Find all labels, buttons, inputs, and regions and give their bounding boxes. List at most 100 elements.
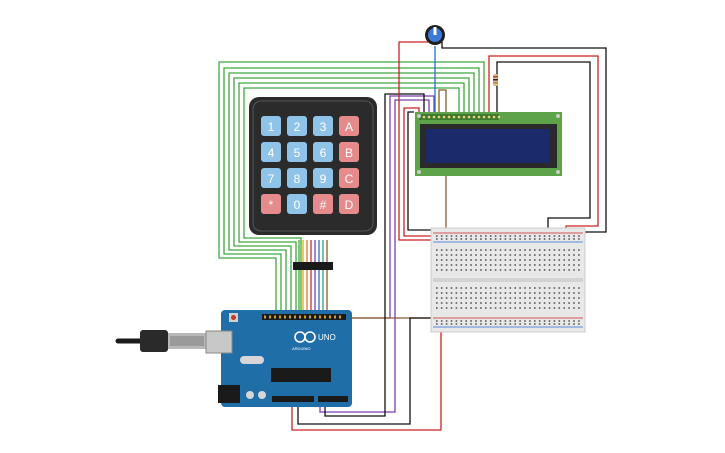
keypad-key-7[interactable]: 7: [261, 168, 281, 188]
breadboard-hole: [499, 307, 502, 309]
breadboard-hole: [548, 264, 551, 266]
keypad-key-label: 9: [320, 172, 327, 186]
breadboard-hole: [450, 238, 453, 240]
breadboard-hole: [475, 238, 477, 240]
breadboard-hole: [519, 269, 521, 271]
breadboard-hole: [553, 259, 556, 261]
arduino-header-pins: [264, 315, 341, 319]
breadboard-hole: [465, 297, 467, 299]
breadboard-hole: [578, 238, 580, 240]
breadboard-hole: [499, 254, 502, 256]
breadboard-hole: [455, 297, 458, 299]
breadboard-hole: [436, 307, 438, 309]
breadboard-hole: [529, 323, 531, 325]
breadboard-hole: [445, 287, 448, 289]
breadboard-hole: [573, 297, 575, 299]
breadboard-hole: [475, 235, 477, 237]
breadboard-hole: [519, 264, 521, 266]
breadboard-hole: [450, 307, 453, 309]
breadboard-hole: [499, 249, 502, 251]
breadboard-hole: [450, 235, 453, 237]
keypad-key-1[interactable]: 1: [261, 116, 281, 136]
breadboard-hole: [524, 264, 526, 266]
breadboard-hole: [436, 249, 438, 251]
breadboard-hole: [455, 302, 458, 304]
keypad-key-#[interactable]: #: [313, 194, 333, 214]
keypad-key-D[interactable]: D: [339, 194, 359, 214]
breadboard-hole: [499, 238, 502, 240]
breadboard-hole: [450, 292, 453, 294]
breadboard-hole: [573, 323, 575, 325]
breadboard-hole: [519, 307, 521, 309]
breadboard-hole: [475, 264, 477, 266]
breadboard-hole: [504, 307, 507, 309]
keypad-key-label: 0: [294, 198, 301, 212]
breadboard-hole: [538, 307, 541, 309]
potentiometer[interactable]: [425, 25, 445, 45]
keypad-key-label: 1: [268, 120, 275, 134]
breadboard-hole: [465, 292, 467, 294]
lcd-module: [415, 112, 562, 176]
breadboard-hole: [465, 259, 467, 261]
keypad-key-5[interactable]: 5: [287, 142, 307, 162]
breadboard-hole: [455, 307, 458, 309]
breadboard-hole: [514, 254, 516, 256]
keypad-key-C[interactable]: C: [339, 168, 359, 188]
breadboard-hole: [519, 235, 521, 237]
keypad-key-9[interactable]: 9: [313, 168, 333, 188]
breadboard-hole: [529, 254, 531, 256]
keypad-connector: [293, 262, 333, 270]
keypad-key-6[interactable]: 6: [313, 142, 333, 162]
breadboard-hole: [529, 238, 531, 240]
lcd-pin: [432, 115, 436, 119]
breadboard-hole: [573, 292, 575, 294]
breadboard-hole: [509, 323, 512, 325]
breadboard-hole: [455, 254, 458, 256]
wire-pot-black: [441, 42, 607, 233]
breadboard-hole: [529, 235, 531, 237]
breadboard-hole: [475, 254, 477, 256]
breadboard-hole: [548, 249, 551, 251]
wire-lcd-black-1: [496, 61, 591, 234]
breadboard-hole: [524, 259, 526, 261]
keypad-key-8[interactable]: 8: [287, 168, 307, 188]
keypad-key-label: 7: [268, 172, 275, 186]
lcd-pin: [422, 115, 426, 119]
breadboard-hole: [509, 264, 512, 266]
breadboard-hole: [445, 320, 448, 322]
keypad-key-A[interactable]: A: [339, 116, 359, 136]
lcd-pin: [487, 115, 491, 119]
header-pin: [314, 315, 316, 319]
keypad-key-4[interactable]: 4: [261, 142, 281, 162]
breadboard-hole: [578, 292, 580, 294]
keypad-key-0[interactable]: 0: [287, 194, 307, 214]
lcd-pin: [472, 115, 476, 119]
breadboard-hole: [524, 249, 526, 251]
breadboard-hole: [519, 249, 521, 251]
breadboard-hole: [524, 254, 526, 256]
breadboard-hole: [475, 249, 477, 251]
keypad-key-B[interactable]: B: [339, 142, 359, 162]
breadboard-hole: [460, 302, 463, 304]
breadboard-hole: [485, 292, 487, 294]
keypad-key-*[interactable]: *: [261, 194, 281, 214]
breadboard-hole: [514, 320, 516, 322]
breadboard-hole: [450, 264, 453, 266]
breadboard-hole: [504, 254, 507, 256]
breadboard-hole: [465, 307, 467, 309]
breadboard-hole: [553, 238, 556, 240]
breadboard-hole: [568, 235, 570, 237]
breadboard-hole: [514, 287, 516, 289]
breadboard-hole: [436, 235, 438, 237]
breadboard-hole: [465, 254, 467, 256]
breadboard-hole: [534, 307, 536, 309]
breadboard-hole: [578, 235, 580, 237]
breadboard-hole: [455, 269, 458, 271]
breadboard-hole: [499, 302, 502, 304]
keypad-key-3[interactable]: 3: [313, 116, 333, 136]
breadboard-hole: [489, 323, 492, 325]
breadboard-hole: [436, 238, 438, 240]
keypad-key-2[interactable]: 2: [287, 116, 307, 136]
breadboard-hole: [440, 287, 443, 289]
